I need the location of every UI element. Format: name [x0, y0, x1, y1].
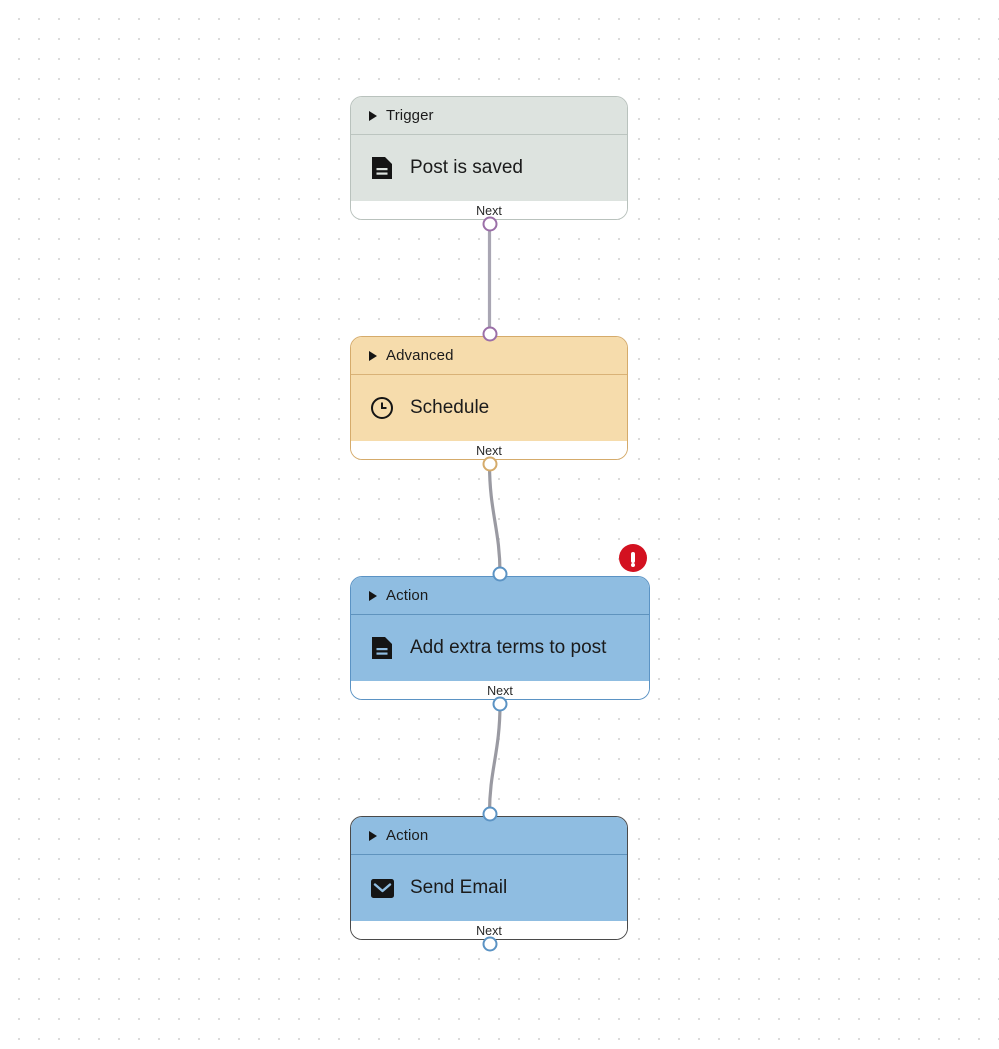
node-body-advanced[interactable]: Schedule [351, 375, 627, 441]
port-advanced-in[interactable] [482, 326, 497, 342]
node-header-advanced[interactable]: Advanced [351, 337, 627, 375]
workflow-node-action-send-email[interactable]: Action Send Email Next [350, 816, 628, 940]
node-title-label: Schedule [410, 397, 490, 418]
node-category-label: Advanced [386, 347, 454, 364]
port-send-email-in[interactable] [482, 806, 497, 822]
node-footer-next[interactable]: Next [351, 201, 627, 219]
node-body-action[interactable]: Add extra terms to post [351, 615, 649, 681]
node-footer-label: Next [476, 204, 502, 218]
node-footer-label: Next [476, 924, 502, 938]
port-send-email-out[interactable] [482, 936, 497, 952]
node-title-label: Post is saved [410, 157, 523, 178]
chevron-right-icon[interactable] [369, 590, 377, 601]
node-footer-label: Next [476, 444, 502, 458]
node-header-send-email[interactable]: Action [351, 817, 627, 855]
workflow-node-trigger[interactable]: Trigger Post is saved Next [350, 96, 628, 220]
chevron-right-icon[interactable] [369, 110, 377, 121]
clock-icon [369, 395, 395, 421]
node-footer-next[interactable]: Next [351, 441, 627, 459]
node-category-label: Action [386, 587, 429, 604]
port-advanced-out[interactable] [482, 456, 497, 472]
node-category-label: Trigger [386, 107, 434, 124]
edge-action-to-send-email [487, 703, 502, 814]
envelope-icon [369, 875, 395, 901]
document-icon [369, 155, 395, 181]
error-exclamation-icon[interactable] [619, 544, 647, 572]
document-icon [369, 635, 395, 661]
port-action-out[interactable] [492, 696, 508, 712]
node-footer-label: Next [487, 684, 513, 698]
node-body-send-email[interactable]: Send Email [351, 855, 627, 921]
node-title-label: Add extra terms to post [410, 637, 607, 658]
edge-advanced-to-action [487, 463, 502, 574]
node-title-label: Send Email [410, 877, 508, 898]
workflow-node-action-add-terms[interactable]: Action Add extra terms to post Next [350, 576, 650, 700]
workflow-node-advanced[interactable]: Advanced Schedule Next [350, 336, 628, 460]
port-trigger-out[interactable] [482, 216, 497, 232]
node-body-trigger[interactable]: Post is saved [351, 135, 627, 201]
error-bang-stem [631, 552, 635, 563]
port-action-in[interactable] [492, 566, 508, 582]
node-header-trigger[interactable]: Trigger [351, 97, 627, 135]
node-footer-next[interactable]: Next [351, 921, 627, 939]
node-footer-next[interactable]: Next [351, 681, 649, 699]
error-bang-dot [631, 562, 635, 567]
node-header-action[interactable]: Action [351, 577, 649, 615]
chevron-right-icon[interactable] [369, 830, 377, 841]
chevron-right-icon[interactable] [369, 350, 377, 361]
node-category-label: Action [386, 827, 429, 844]
